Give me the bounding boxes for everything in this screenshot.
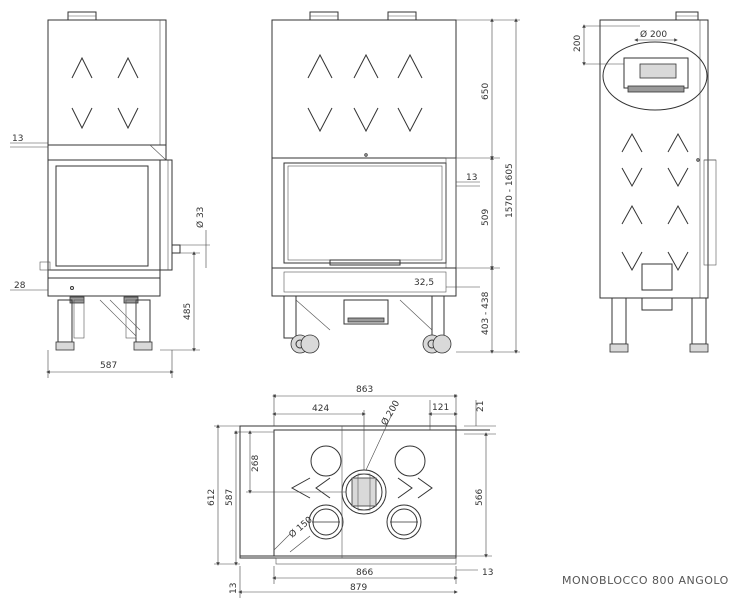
side-dim-32-5: 32,5 bbox=[414, 278, 434, 288]
front-dim-587: 587 bbox=[100, 361, 117, 371]
plan-dim-587: 587 bbox=[225, 489, 235, 506]
side-dim-13: 13 bbox=[466, 173, 477, 183]
side-glass bbox=[283, 162, 447, 264]
front-view: 13 28 587 485 Ø 33 bbox=[10, 11, 210, 378]
side-dim-650: 650 bbox=[481, 83, 491, 100]
plan-dim-268: 268 bbox=[251, 455, 261, 472]
front-air-inlet bbox=[171, 244, 181, 254]
plan-dim-13-left: 13 bbox=[229, 583, 239, 594]
side-dim-403-438: 403 - 438 bbox=[481, 291, 491, 335]
front-dim-13: 13 bbox=[12, 134, 23, 144]
plan-dim-phi200: Ø 200 bbox=[379, 398, 402, 427]
plan-dim-21: 21 bbox=[476, 401, 486, 412]
front-ash-box bbox=[47, 277, 161, 297]
plan-view: 863 424 Ø 200 121 21 612 587 268 bbox=[207, 385, 496, 598]
back-vents bbox=[621, 132, 689, 272]
side-dim-509: 509 bbox=[481, 209, 491, 226]
side-hood-vents bbox=[307, 53, 423, 133]
plan-vents bbox=[290, 477, 433, 499]
plan-dim-866: 866 bbox=[356, 568, 373, 578]
front-door bbox=[47, 159, 161, 271]
side-dimensions: 13 32,5 650 509 403 - 438 1570 - 1605 bbox=[414, 18, 520, 354]
back-dim-200-v: 200 bbox=[573, 35, 583, 52]
back-dim-200-h: Ø 200 bbox=[640, 29, 667, 40]
side-view: 13 32,5 650 509 403 - 438 1570 - 1605 bbox=[271, 11, 520, 354]
front-glass bbox=[55, 165, 149, 267]
front-dim-28: 28 bbox=[14, 281, 26, 291]
front-legs bbox=[55, 299, 153, 351]
plan-flue-outlets bbox=[308, 445, 426, 540]
front-hood-vents bbox=[71, 56, 139, 130]
side-hood bbox=[271, 19, 457, 159]
side-door bbox=[271, 157, 457, 269]
side-ash-drawer bbox=[343, 299, 389, 325]
front-dimensions: 13 28 587 485 Ø 33 bbox=[10, 134, 210, 378]
side-dim-1570-1605: 1570 - 1605 bbox=[505, 163, 515, 218]
back-dimensions: 200 Ø 200 bbox=[573, 24, 678, 66]
front-hood bbox=[47, 19, 167, 146]
plan-dim-phi150: Ø 150 bbox=[287, 514, 315, 540]
drawing-title: MONOBLOCCO 800 ANGOLO bbox=[562, 574, 729, 587]
side-wheels bbox=[283, 295, 452, 354]
plan-dim-612: 612 bbox=[207, 489, 217, 506]
front-dim-485: 485 bbox=[183, 303, 193, 320]
back-flue-detail bbox=[602, 41, 708, 111]
back-legs bbox=[609, 297, 709, 353]
plan-dim-121: 121 bbox=[432, 403, 449, 413]
plan-dim-566: 566 bbox=[475, 489, 485, 506]
plan-dimensions: 863 424 Ø 200 121 21 612 587 268 bbox=[207, 385, 496, 598]
plan-dim-879: 879 bbox=[350, 583, 367, 593]
front-dim-phi33: Ø 33 bbox=[195, 207, 206, 228]
plan-dim-863: 863 bbox=[356, 385, 373, 395]
plan-dim-424: 424 bbox=[312, 404, 329, 414]
back-body bbox=[599, 19, 709, 299]
side-handle bbox=[329, 259, 401, 266]
plan-dim-13-right: 13 bbox=[482, 568, 493, 578]
back-view: 200 Ø 200 bbox=[573, 11, 717, 353]
